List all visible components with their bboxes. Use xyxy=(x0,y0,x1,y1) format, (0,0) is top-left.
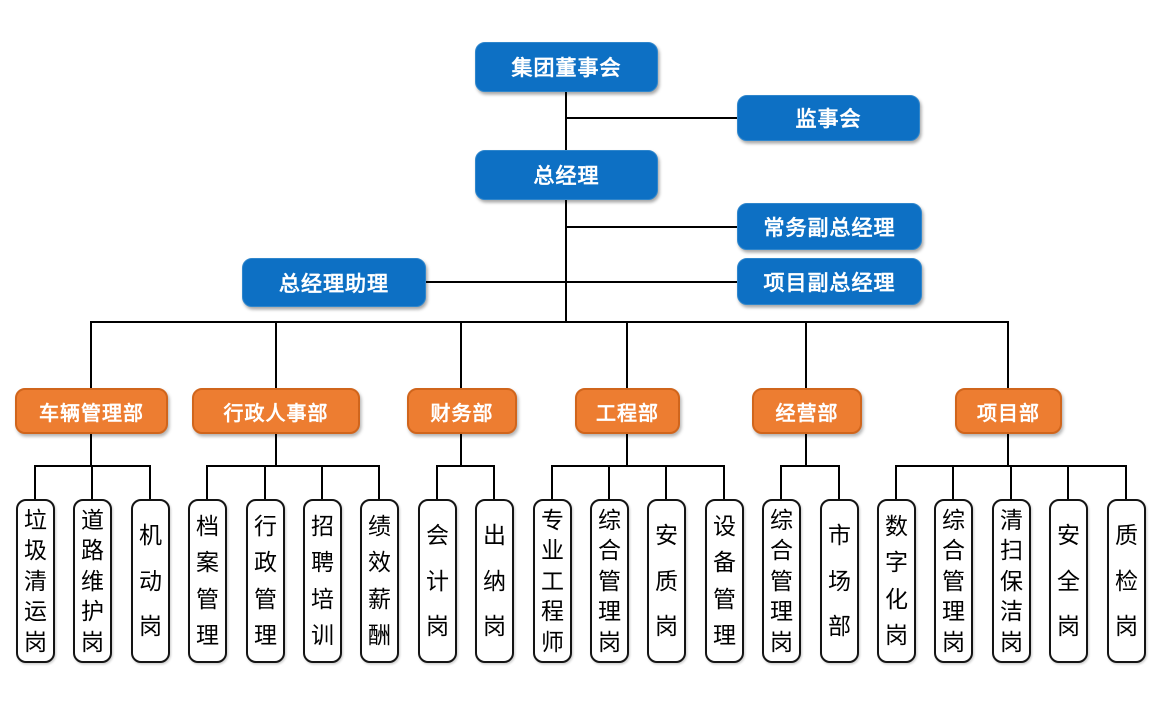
position-node: 档案管理 xyxy=(188,499,227,663)
position-node: 垃圾清运岗 xyxy=(16,499,55,663)
connector-line xyxy=(91,465,93,499)
dept-admin-hr: 行政人事部 xyxy=(192,388,360,434)
connector-line xyxy=(149,465,151,499)
connector-line xyxy=(805,321,807,388)
connector-line xyxy=(626,321,628,388)
connector-line xyxy=(91,321,1008,323)
connector-line xyxy=(665,465,667,499)
connector-line xyxy=(780,465,782,499)
connector-line xyxy=(437,465,494,467)
position-node: 综合管理岗 xyxy=(590,499,629,663)
position-node: 安全岗 xyxy=(1049,499,1088,663)
position-node: 设备管理 xyxy=(705,499,744,663)
connector-line xyxy=(321,465,323,499)
connector-line xyxy=(551,465,553,499)
connector-line xyxy=(552,465,724,467)
connector-line xyxy=(1125,465,1127,499)
connector-line xyxy=(805,434,807,466)
connector-line xyxy=(1007,321,1009,388)
position-node: 行政管理 xyxy=(246,499,285,663)
dept-vehicle-management: 车辆管理部 xyxy=(15,388,168,434)
dept-operations: 经营部 xyxy=(752,388,862,434)
dept-finance: 财务部 xyxy=(407,388,517,434)
position-node: 绩效薪酬 xyxy=(360,499,399,663)
position-node: 综合管理岗 xyxy=(934,499,973,663)
connector-line xyxy=(460,434,462,466)
connector-line xyxy=(1007,434,1009,466)
node-supervisory-board: 监事会 xyxy=(737,95,920,141)
position-node: 会计岗 xyxy=(418,499,457,663)
dept-project: 项目部 xyxy=(955,388,1062,434)
connector-line xyxy=(1010,465,1012,499)
connector-line xyxy=(426,281,737,283)
connector-line xyxy=(275,434,277,466)
dept-engineering: 工程部 xyxy=(575,388,680,434)
node-exec-deputy-gm: 常务副总经理 xyxy=(737,203,922,250)
node-gm-assistant: 总经理助理 xyxy=(242,258,426,307)
connector-line xyxy=(378,465,380,499)
connector-line xyxy=(566,226,737,228)
node-project-deputy-gm: 项目副总经理 xyxy=(737,258,922,305)
connector-line xyxy=(566,117,737,119)
position-node: 道路维护岗 xyxy=(73,499,112,663)
connector-line xyxy=(626,434,628,466)
connector-line xyxy=(207,465,379,467)
position-node: 综合管理岗 xyxy=(762,499,801,663)
position-node: 市场部 xyxy=(820,499,859,663)
connector-line xyxy=(895,465,897,499)
node-general-manager: 总经理 xyxy=(475,150,658,200)
position-node: 出纳岗 xyxy=(475,499,514,663)
connector-line xyxy=(436,465,438,499)
position-node: 质检岗 xyxy=(1107,499,1146,663)
position-node: 专业工程师 xyxy=(533,499,572,663)
connector-line xyxy=(723,465,725,499)
connector-line xyxy=(838,465,840,499)
connector-line xyxy=(460,321,462,388)
connector-line xyxy=(1067,465,1069,499)
connector-line xyxy=(34,465,36,499)
position-node: 招聘培训 xyxy=(303,499,342,663)
node-group-board: 集团董事会 xyxy=(475,42,658,92)
connector-line xyxy=(90,321,92,388)
position-node: 机动岗 xyxy=(131,499,170,663)
position-node: 安质岗 xyxy=(647,499,686,663)
connector-line xyxy=(565,200,567,322)
position-node: 清扫保洁岗 xyxy=(992,499,1031,663)
connector-line xyxy=(781,465,839,467)
connector-line xyxy=(608,465,610,499)
connector-line xyxy=(206,465,208,499)
connector-line xyxy=(275,321,277,388)
connector-line xyxy=(264,465,266,499)
connector-line xyxy=(952,465,954,499)
position-node: 数字化岗 xyxy=(877,499,916,663)
connector-line xyxy=(493,465,495,499)
connector-line xyxy=(90,434,92,466)
connector-line xyxy=(565,92,567,150)
